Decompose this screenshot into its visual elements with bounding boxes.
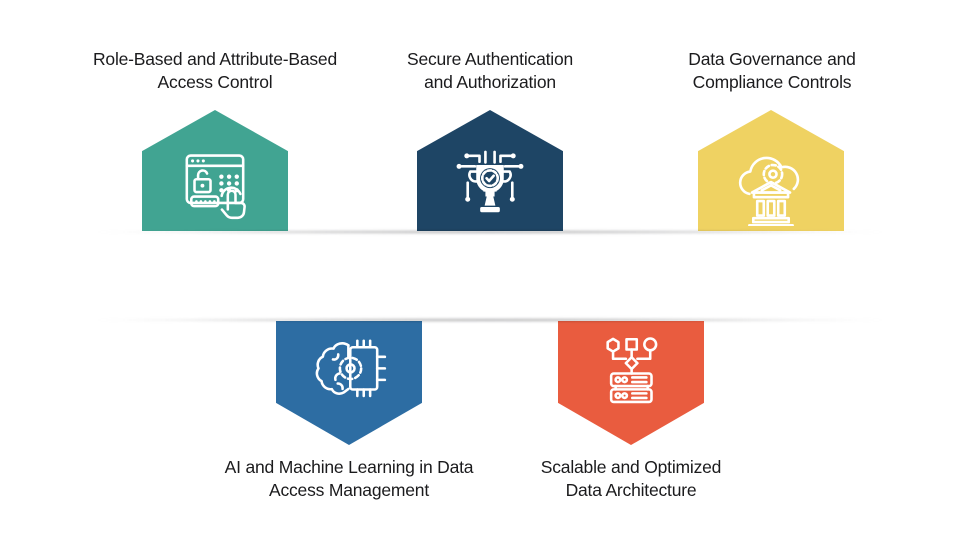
data-architecture-icon: [606, 337, 658, 404]
title-ai-ml: AI and Machine Learning in Data Access M…: [224, 457, 474, 500]
data-governance-icon: [738, 156, 800, 226]
badge-data-architecture: [558, 321, 704, 445]
ai-ml-icon: [315, 339, 387, 398]
title-access-control: Role-Based and Attribute-Based Access Co…: [92, 49, 338, 92]
badge-data-governance: [698, 110, 844, 231]
access-control-icon: [185, 154, 246, 220]
badge-secure-authentication: [417, 110, 563, 231]
fold-shadow-bottom: [84, 318, 896, 322]
secure-authentication-icon: [456, 150, 524, 213]
title-data-governance: Data Governance and Compliance Controls: [688, 49, 856, 92]
badge-access-control: [142, 110, 288, 231]
title-secure-authentication: Secure Authentication and Authorization: [406, 49, 574, 92]
badge-ai-ml: [276, 321, 422, 445]
title-data-architecture: Scalable and Optimized Data Architecture: [540, 457, 722, 500]
